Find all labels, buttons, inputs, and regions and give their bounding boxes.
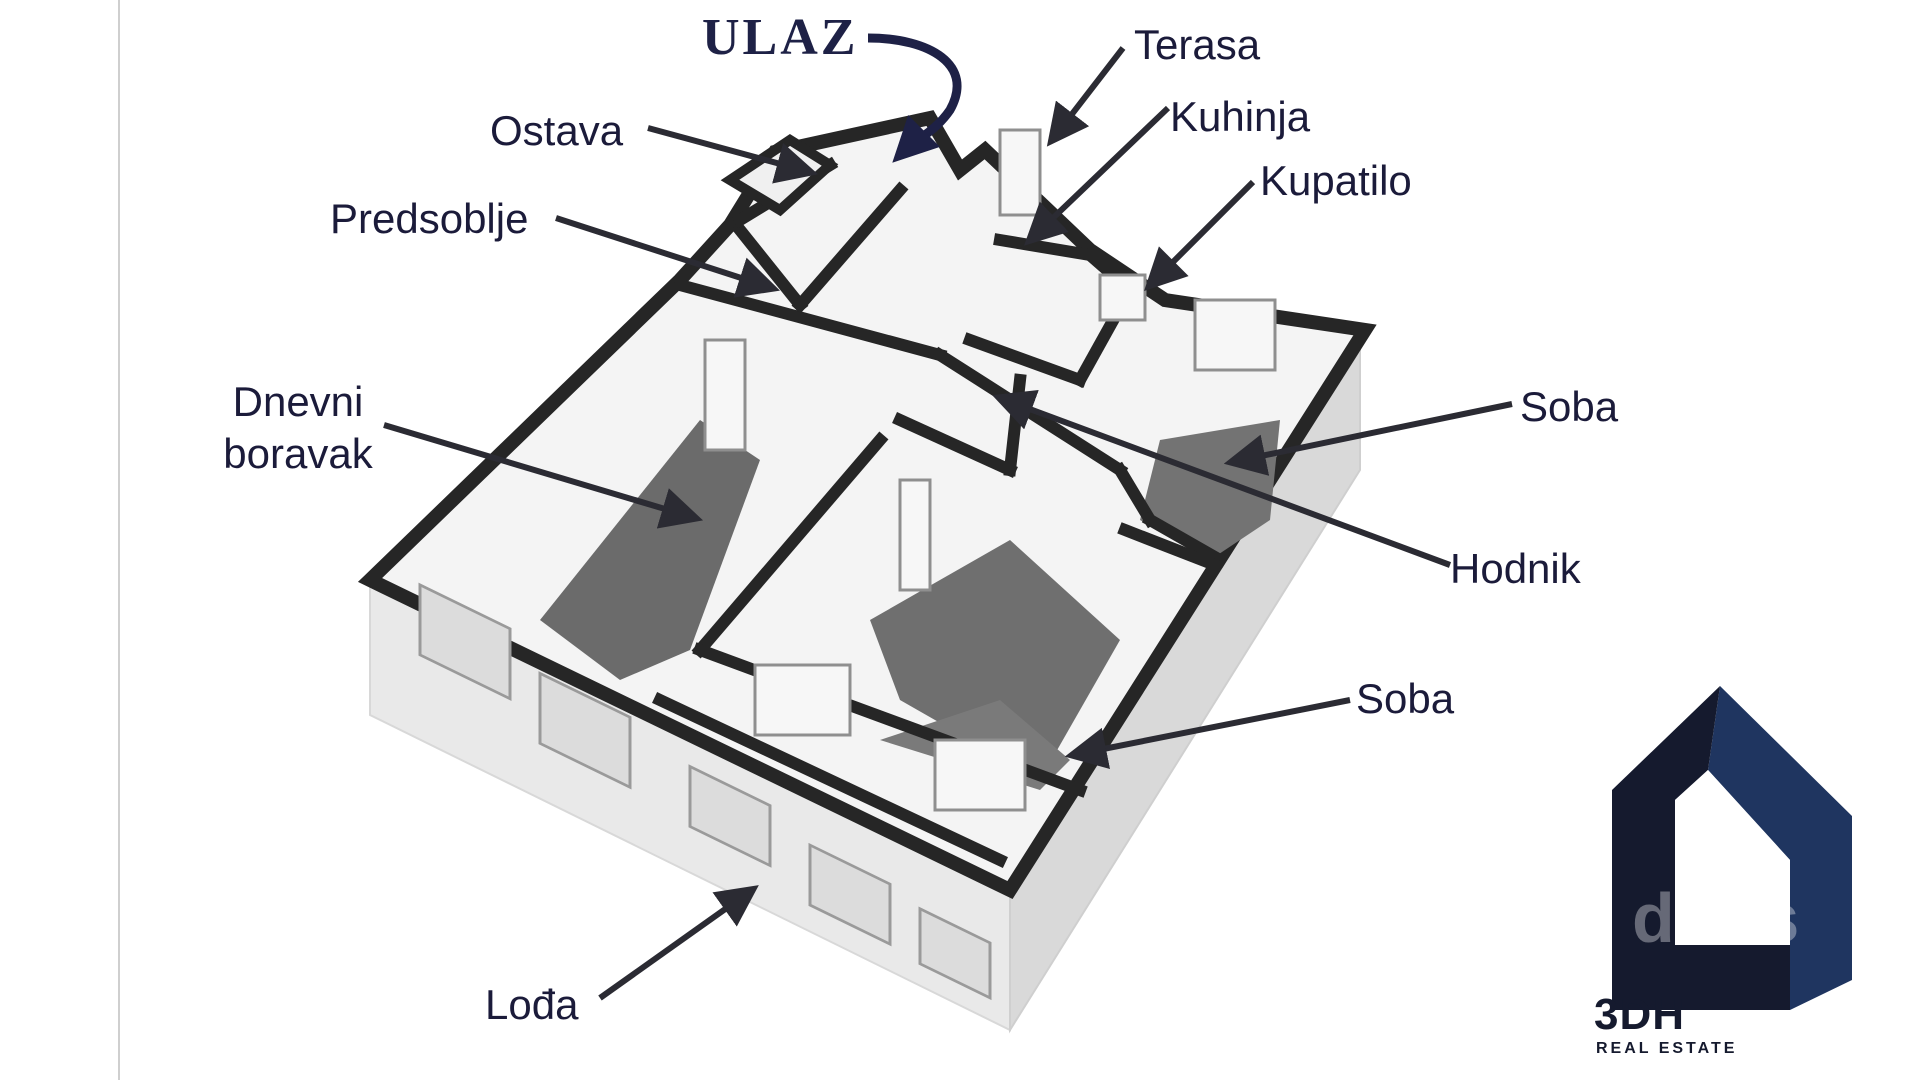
wall-1 — [672, 277, 948, 363]
window-2 — [538, 671, 632, 790]
label-kuhinja: Kuhinja — [1170, 93, 1311, 140]
label-soba-front: Soba — [1356, 675, 1455, 722]
wall-8 — [962, 332, 1088, 388]
window-4 — [808, 842, 892, 947]
floor-hodnik-soba — [870, 540, 1120, 780]
logo-house-dark — [1612, 686, 1790, 1010]
wall-5 — [993, 233, 1097, 262]
brand-tagline: REAL ESTATE — [1596, 1040, 1738, 1057]
logo-house-inner — [1675, 770, 1790, 945]
arrow-kupatilo — [1144, 179, 1256, 291]
window-3 — [688, 764, 772, 868]
label-ostava: Ostava — [490, 107, 624, 154]
wall-13 — [1111, 461, 1159, 529]
wall-15 — [1117, 522, 1223, 573]
window-kupatilo — [1098, 273, 1147, 322]
arrow-terasa — [1046, 46, 1126, 147]
window-soba-right — [1193, 298, 1277, 372]
brand-logo — [1612, 686, 1852, 1010]
label-lodja: Lođa — [485, 981, 579, 1028]
door-dnevni — [703, 338, 747, 452]
entrance-arrow — [867, 33, 962, 163]
arrow-soba-front — [1064, 697, 1351, 770]
arrow-predsoblje — [555, 215, 780, 298]
arrow-hodnik — [992, 390, 1452, 568]
label-predsoblje: Predsoblje — [330, 195, 529, 242]
left-divider-line — [118, 0, 120, 1080]
window-soba-front-1 — [753, 663, 852, 737]
label-soba-right: Soba — [1520, 383, 1619, 430]
label-dnevni-boravak: Dnevni boravak — [223, 378, 373, 477]
door-hodnik — [898, 478, 932, 592]
label-ulaz: ULAZ — [702, 9, 859, 66]
label-terasa: Terasa — [1134, 21, 1261, 68]
wall-11 — [691, 431, 889, 659]
label-kupatilo: Kupatilo — [1260, 157, 1412, 204]
arrow-soba-right — [1223, 401, 1513, 476]
window-terasa — [998, 128, 1042, 217]
arrow-ostava — [647, 125, 819, 184]
logo-house-navy — [1708, 686, 1852, 1010]
arrow-dnevni — [383, 422, 704, 529]
wall-14 — [1141, 511, 1229, 569]
wall-9 — [892, 412, 1018, 478]
arrow-kuhinja — [1023, 105, 1171, 246]
window-soba-front-2 — [933, 738, 1027, 812]
wall-4 — [791, 181, 909, 314]
brand-name: 3DH — [1594, 990, 1686, 1039]
wall-16 — [652, 692, 1008, 868]
window-1 — [418, 582, 512, 701]
brand-watermark: da.rs — [1632, 879, 1800, 957]
label-hodnik: Hodnik — [1450, 545, 1581, 592]
arrow-lodja — [598, 885, 759, 1001]
floor-dnevni-boravak — [540, 420, 760, 680]
window-5 — [918, 906, 992, 1001]
